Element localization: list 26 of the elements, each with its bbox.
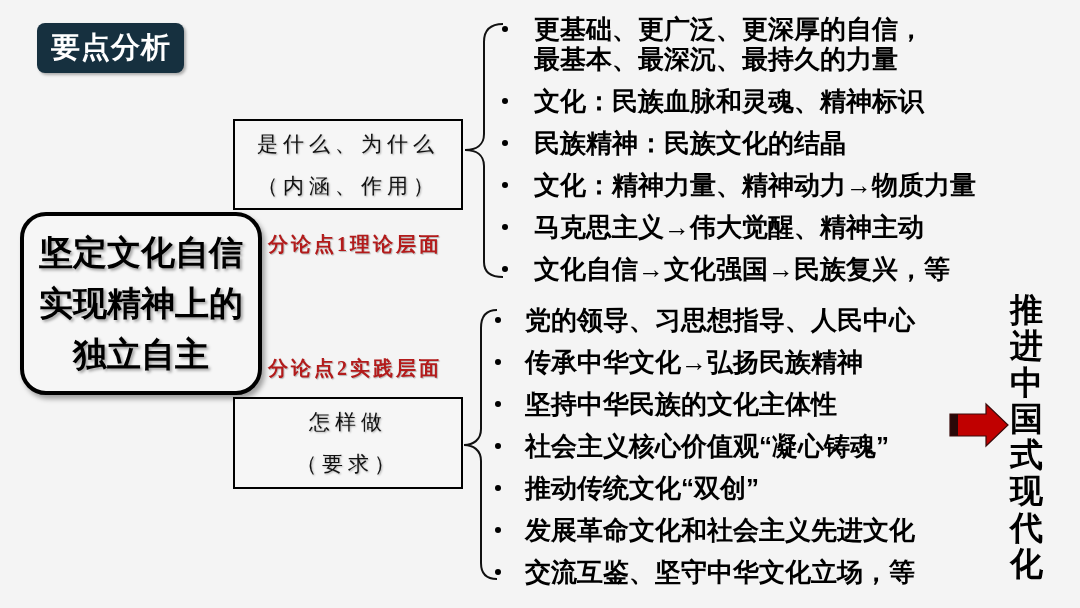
text-box bbox=[233, 119, 463, 210]
list-item-text: 文化自信→文化强国→民族复兴，等 bbox=[534, 254, 950, 284]
rounded-box bbox=[20, 212, 262, 395]
list-item-text: 党的领导、习思想指导、人民中心 bbox=[525, 305, 915, 335]
box-note-text: （内涵、作用） bbox=[257, 172, 439, 199]
box-heading-text: 怎样做 bbox=[309, 409, 387, 435]
list-item-text: 社会主义核心价值观“凝心铸魂” bbox=[525, 431, 889, 461]
list-item-text: 马克思主义→伟大觉醒、精神主动 bbox=[534, 212, 924, 242]
list-item-text: 传承中华文化→弘扬民族精神 bbox=[525, 347, 863, 377]
title-badge: 要点分析 bbox=[37, 23, 184, 73]
list-item-text: 文化：民族血脉和灵魂、精神标识 bbox=[534, 86, 924, 116]
list-item-text: 坚持中华民族的文化主体性 bbox=[525, 389, 837, 419]
text-box bbox=[233, 397, 463, 489]
subpoint-caption: 分论点1理论层面 bbox=[268, 232, 442, 256]
box-note-text: （要求） bbox=[296, 451, 400, 477]
list-item-text: 更基础、更广泛、更深厚的自信，最基本、最深沉、最持久的力量 bbox=[534, 14, 925, 74]
subpoint-caption: 分论点2实践层面 bbox=[268, 356, 442, 380]
list-item-text: 文化：精神力量、精神动力→物质力量 bbox=[534, 170, 976, 200]
list-item-text: 发展革命文化和社会主义先进文化 bbox=[525, 515, 915, 545]
vertical-text: 推进中国式现代化 bbox=[1010, 292, 1043, 583]
list-item-text: 民族精神：民族文化的结晶 bbox=[534, 128, 846, 158]
box-heading-text: 是什么、为什么 bbox=[257, 130, 439, 157]
main-topic-text: 坚定文化自信实现精神上的独立自主 bbox=[38, 232, 244, 375]
block-arrow bbox=[949, 402, 1009, 448]
list-item-text: 推动传统文化“双创” bbox=[525, 473, 759, 503]
list-item-text: 交流互鉴、坚守中华文化立场，等 bbox=[525, 557, 915, 587]
